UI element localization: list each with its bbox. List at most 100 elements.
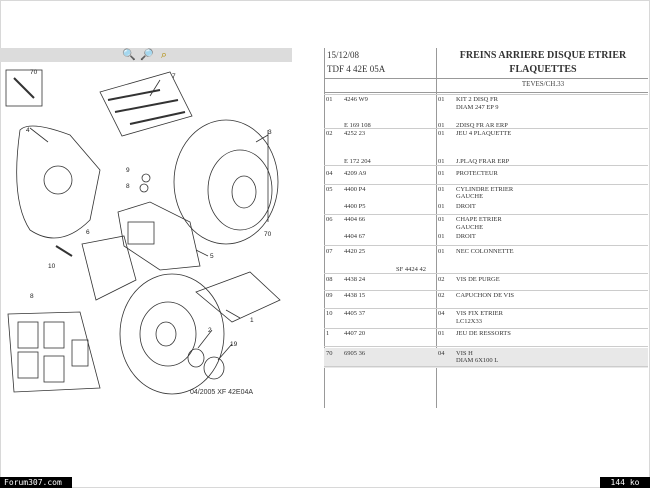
zoom-in-icon[interactable]: 🔍 — [122, 48, 136, 61]
callout-4: 4 — [26, 127, 30, 134]
header-divider — [324, 78, 648, 79]
brake-disc-lower — [119, 273, 225, 395]
callout-70a: 70 — [30, 69, 38, 76]
part-description: VIS H — [456, 350, 473, 357]
diagram-toolbar — [0, 48, 292, 62]
brake-pads-box — [7, 311, 101, 393]
quantity: 01 — [438, 186, 445, 193]
diagram-caption: 04/2005 XF 42E04A — [190, 389, 254, 396]
caliper — [117, 201, 201, 271]
row-separator — [324, 128, 648, 129]
group-number: 07 — [326, 248, 333, 255]
group-number: 05 — [326, 186, 333, 193]
screw-box — [5, 69, 43, 107]
quantity: 01 — [438, 158, 445, 165]
brake-disc-upper — [173, 119, 279, 245]
part-reference[interactable]: 4252 23 — [344, 130, 366, 137]
selected-row-highlight — [324, 348, 648, 368]
part-reference[interactable]: 6905 36 — [344, 350, 366, 357]
page-subtitle: FLAQUETTES — [509, 64, 577, 75]
group-number: 02 — [326, 130, 333, 137]
part-reference[interactable]: 4400 P5 — [344, 203, 366, 210]
part-reference[interactable]: 4400 P4 — [344, 186, 366, 193]
part-reference[interactable]: 4404 66 — [344, 216, 366, 223]
part-reference[interactable]: 4246 W9 — [344, 96, 368, 103]
spring-kit — [195, 271, 281, 323]
quantity: 01 — [438, 130, 445, 137]
file-size-label: 144 ko — [600, 477, 650, 488]
part-description: CAPUCHON DE VIS — [456, 292, 515, 299]
callout-6: 6 — [86, 229, 90, 236]
part-description: GAUCHE — [456, 193, 484, 200]
part-description: PROTECTEUR — [456, 170, 498, 177]
group-number: 04 — [326, 170, 333, 177]
zoom-out-icon[interactable]: 🔎 — [140, 48, 154, 61]
part-description: 2DISQ FR AR ERP — [456, 122, 508, 129]
part-description: NEC COLONNETTE — [456, 248, 514, 255]
quantity: 01 — [438, 203, 445, 210]
quantity: 01 — [438, 330, 445, 337]
callout-2: 2 — [208, 327, 212, 334]
row-separator — [324, 328, 648, 329]
part-reference[interactable]: 4404 67 — [344, 233, 366, 240]
part-reference[interactable]: E 172 204 — [344, 158, 371, 165]
row-separator — [324, 94, 648, 95]
row-separator — [324, 366, 648, 367]
part-description: VIS FIX ETRIER — [456, 310, 503, 317]
zoom-select-icon[interactable]: ⌕ — [160, 48, 168, 61]
group-number: 09 — [326, 292, 333, 299]
extra-reference: SF 4424 42 — [396, 266, 426, 273]
part-reference[interactable]: 4438 24 — [344, 276, 366, 283]
table-mid-border — [436, 48, 437, 408]
callout-9: 9 — [126, 167, 130, 174]
part-description: DIAM 6X100 L — [456, 357, 499, 364]
quantity: 01 — [438, 216, 445, 223]
reference-code: TDF 4 42E 05A — [327, 64, 386, 74]
table-left-border — [324, 48, 325, 408]
group-number: 06 — [326, 216, 333, 223]
part-reference[interactable]: 4407 20 — [344, 330, 366, 337]
quantity: 04 — [438, 310, 445, 317]
callout-7: 7 — [172, 73, 176, 80]
part-description: DROIT — [456, 233, 476, 240]
group-number: 1 — [326, 330, 330, 337]
part-description: DROIT — [456, 203, 476, 210]
caliper-bracket — [81, 235, 137, 301]
row-separator — [324, 346, 648, 347]
quantity: 01 — [438, 248, 445, 255]
group-number: 08 — [326, 276, 333, 283]
callout-70b: 70 — [264, 231, 272, 238]
group-number: 70 — [326, 350, 333, 357]
callout-labels: 70 7 4 3 9 8 6 10 5 2 19 1 8 70 — [26, 69, 272, 348]
callout-8: 8 — [126, 183, 130, 190]
part-description: VIS DE PURGE — [456, 276, 500, 283]
part-description: J.PLAQ FRAR ERP — [456, 158, 510, 165]
group-number: 10 — [326, 310, 333, 317]
forum-watermark: Forum307.com — [0, 477, 72, 488]
part-description: GAUCHE — [456, 224, 484, 231]
row-separator — [324, 245, 648, 246]
part-reference[interactable]: 4405 37 — [344, 310, 366, 317]
row-separator — [324, 290, 648, 291]
part-description: KIT 2 DISQ FR — [456, 96, 498, 103]
callout-1: 1 — [250, 317, 254, 324]
part-description: JEU 4 PLAQUETTE — [456, 130, 512, 137]
page-title: FREINS ARRIERE DISQUE ETRIER — [459, 50, 627, 61]
part-description: LC12X33 — [456, 318, 482, 325]
part-description: CHAPE ETRIER — [456, 216, 502, 223]
part-reference[interactable]: 4420 25 — [344, 248, 366, 255]
group-number: 01 — [326, 96, 333, 103]
subheader-divider — [324, 92, 648, 93]
part-reference[interactable]: 4438 15 — [344, 292, 366, 299]
quantity: 01 — [438, 233, 445, 240]
row-separator — [324, 214, 648, 215]
part-reference[interactable]: E 169 108 — [344, 122, 371, 129]
part-description: DIAM 247 EP 9 — [456, 104, 499, 111]
part-description: CYLINDRE ETRIER — [456, 186, 514, 193]
row-separator — [324, 308, 648, 309]
row-separator — [324, 184, 648, 185]
part-description: JEU DE RESSORTS — [456, 330, 511, 337]
quantity: 04 — [438, 350, 445, 357]
row-separator — [324, 165, 648, 166]
part-reference[interactable]: 4209 A9 — [344, 170, 367, 177]
